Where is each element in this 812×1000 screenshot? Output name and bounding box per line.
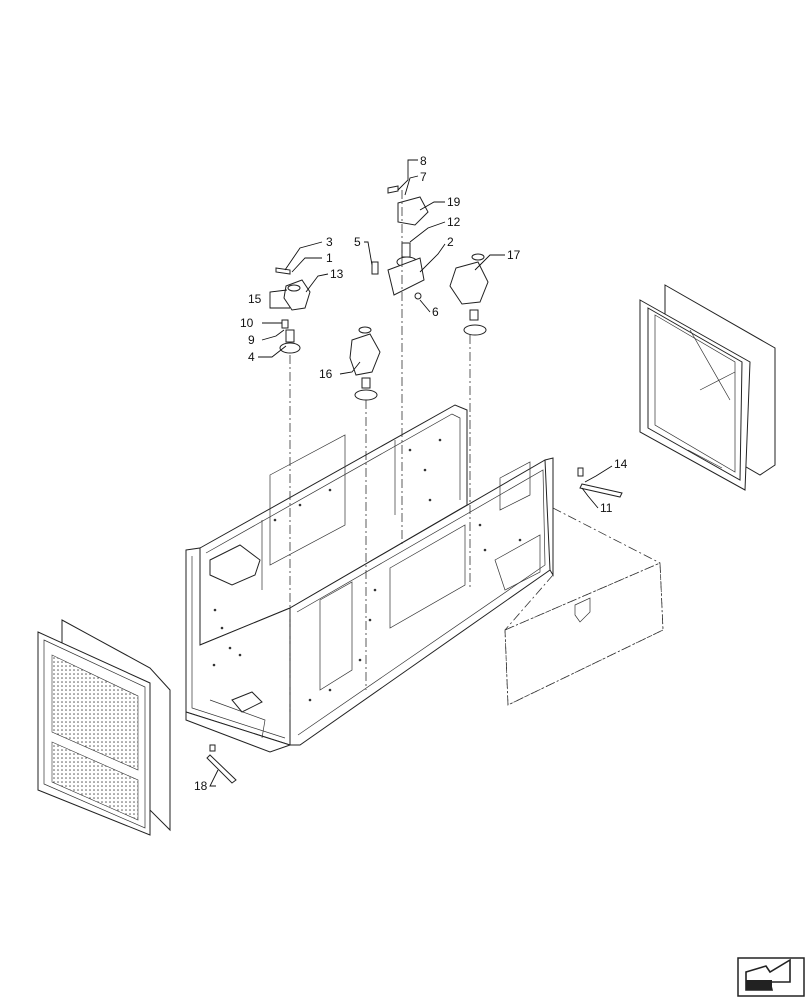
callout-9: 9	[248, 333, 255, 347]
leader-lines	[209, 159, 613, 787]
grille-perforation-lower	[51, 741, 139, 821]
mount-assembly-left	[275, 267, 311, 354]
next-arrow-icon[interactable]	[737, 957, 805, 997]
callout-labels: 8 7 19 12 5 2 3 1 17 13 15 6 10 9 4 16 1…	[194, 154, 628, 793]
callout-16: 16	[319, 367, 333, 381]
callout-11: 11	[600, 501, 613, 515]
mount-assembly-right	[449, 253, 489, 336]
callout-4: 4	[248, 350, 255, 364]
grille-perforation-upper	[51, 654, 139, 771]
main-frame	[185, 404, 554, 753]
right-window-frame	[639, 284, 776, 491]
callout-6: 6	[432, 305, 439, 319]
frame-holes	[212, 438, 522, 702]
callout-5: 5	[354, 235, 361, 249]
rod-18	[206, 744, 237, 784]
callout-1: 1	[326, 251, 333, 265]
callout-17: 17	[507, 248, 521, 262]
callout-3: 3	[326, 235, 333, 249]
rod-14	[577, 467, 623, 498]
mount-assembly-center	[349, 326, 381, 401]
callout-7: 7	[420, 170, 427, 184]
rear-cover-panel	[504, 562, 664, 706]
left-grille-panel	[37, 619, 171, 836]
callout-15: 15	[248, 292, 262, 306]
mount-assembly-top	[371, 185, 429, 300]
callout-19: 19	[447, 195, 461, 209]
callout-14: 14	[614, 457, 628, 471]
callout-12: 12	[447, 215, 461, 229]
callout-2: 2	[447, 235, 454, 249]
callout-8: 8	[420, 154, 427, 168]
callout-18: 18	[194, 779, 208, 793]
callout-13: 13	[330, 267, 344, 281]
callout-10: 10	[240, 316, 254, 330]
